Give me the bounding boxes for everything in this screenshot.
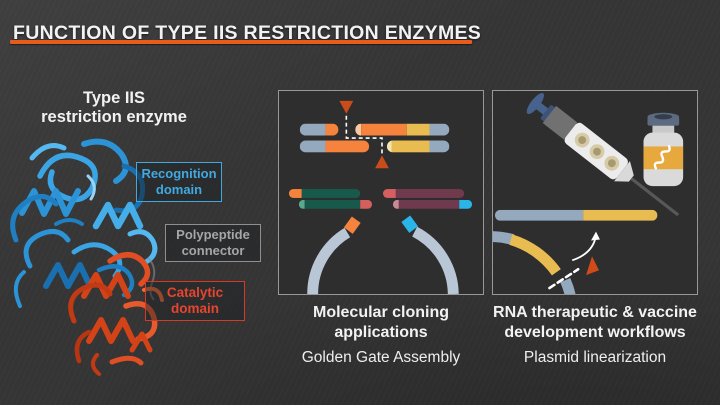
arc-gray-below-cut — [560, 277, 576, 294]
cut-site-triangle-top-icon — [339, 100, 354, 114]
fragment-left-top — [288, 189, 361, 198]
catalytic-domain-label: Catalytic domain — [145, 281, 245, 321]
cloning-caption-line1: Molecular cloning — [312, 304, 449, 321]
fragment-right-bottom — [392, 199, 473, 209]
vaccine-vial-icon — [643, 112, 684, 187]
arc-yellow-segment — [509, 234, 561, 276]
cloning-caption: Molecular cloning applications Golden Ga… — [258, 303, 504, 367]
title-underline — [10, 40, 472, 44]
staggered-cut-dashed-line — [345, 115, 383, 154]
page-title: FUNCTION OF TYPE IIS RESTRICTION ENZYMES — [13, 22, 482, 45]
linearized-plasmid-bar — [494, 209, 658, 221]
rna-panel — [492, 90, 698, 295]
rna-caption-bold: RNA therapeutic & vaccine development wo… — [472, 303, 718, 343]
plasmid-arc-left — [307, 227, 351, 294]
cut-site-markers — [339, 100, 389, 169]
golden-gate-diagram — [288, 100, 473, 294]
plasmid-arc-right — [412, 226, 459, 294]
fragment-right-top — [382, 189, 465, 198]
fragment-left-bottom — [298, 199, 373, 209]
plasmid-cut-diagram — [493, 231, 600, 294]
rna-caption: RNA therapeutic & vaccine development wo… — [472, 303, 718, 367]
plasmid-linearization-diagram — [493, 92, 684, 294]
recognition-domain-ribbon — [10, 138, 158, 308]
rna-squiggle-icon — [653, 144, 671, 170]
rna-caption-line2: development workflows — [504, 324, 686, 341]
connector-label-line1: Polypeptide — [176, 227, 250, 242]
syringe-icon — [526, 92, 680, 217]
plasmid-arc-icon — [307, 215, 459, 294]
polypeptide-connector-strand — [147, 257, 156, 301]
cut-site-triangle-bottom-icon — [375, 155, 389, 169]
enzyme-heading-line1: Type IIS — [82, 89, 146, 107]
catalytic-domain-ribbon — [68, 252, 164, 376]
enzyme-heading-line2: restriction enzyme — [41, 108, 187, 126]
polypeptide-connector-label: Polypeptide connector — [165, 224, 261, 262]
rna-subcaption: Plasmid linearization — [523, 349, 667, 366]
overhang-tip-orange — [343, 216, 361, 234]
cloning-subcaption: Golden Gate Assembly — [301, 349, 461, 366]
cut-dashed-line — [548, 267, 580, 290]
recognition-label-line2: domain — [155, 182, 203, 197]
protein-structure — [10, 138, 164, 376]
enzyme-heading: Type IIS restriction enzyme — [4, 89, 224, 127]
catalytic-label-line1: Catalytic — [166, 285, 224, 300]
overhang-tip-cyan — [401, 215, 419, 233]
linearize-arrowhead — [591, 231, 600, 241]
syringe-needle — [630, 177, 680, 217]
cloning-caption-bold: Molecular cloning applications — [258, 303, 504, 343]
catalytic-label-line2: domain — [170, 301, 219, 316]
cloning-caption-line2: applications — [334, 324, 428, 341]
rna-caption-line1: RNA therapeutic & vaccine — [493, 304, 697, 321]
recognition-label-line1: Recognition — [141, 166, 217, 181]
cut-site-triangle-icon — [586, 256, 599, 276]
recognition-domain-label: Recognition domain — [136, 162, 222, 202]
dna-duplex-top — [299, 123, 450, 153]
cloning-panel — [278, 90, 484, 295]
connector-label-line2: connector — [181, 243, 245, 258]
arc-gray-tip — [493, 231, 515, 245]
dna-fragments-with-overhangs — [288, 189, 473, 209]
